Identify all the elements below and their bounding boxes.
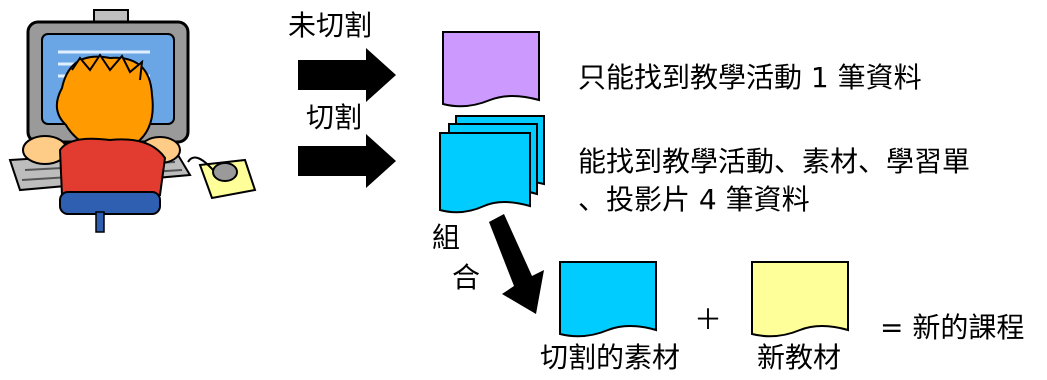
cut-result-text-line1: 能找到教學活動、素材、學習單 (578, 145, 971, 178)
plus-sign: ＋ (694, 303, 723, 336)
computer-user-icon (8, 9, 257, 233)
cut-documents-stack-icon (439, 115, 545, 214)
combine-label-2: 合 (452, 261, 481, 294)
uncut-result-text: 只能找到教學活動 1 筆資料 (578, 61, 922, 94)
equals-new-course-text: = 新的課程 (880, 311, 1025, 344)
uncut-arrow (298, 48, 396, 102)
uncut-document-icon (442, 31, 540, 108)
uncut-label: 未切割 (288, 9, 373, 42)
new-material-caption: 新教材 (757, 341, 842, 374)
cut-material-document-icon (559, 261, 657, 338)
combine-label-1: 組 (432, 221, 461, 254)
cut-material-caption: 切割的素材 (540, 341, 681, 374)
combine-arrow (489, 214, 544, 314)
cut-arrow (298, 134, 396, 188)
cut-label: 切割 (306, 101, 363, 134)
new-material-document-icon (751, 261, 849, 338)
cut-result-text-line2: 、投影片 4 筆資料 (578, 183, 810, 216)
